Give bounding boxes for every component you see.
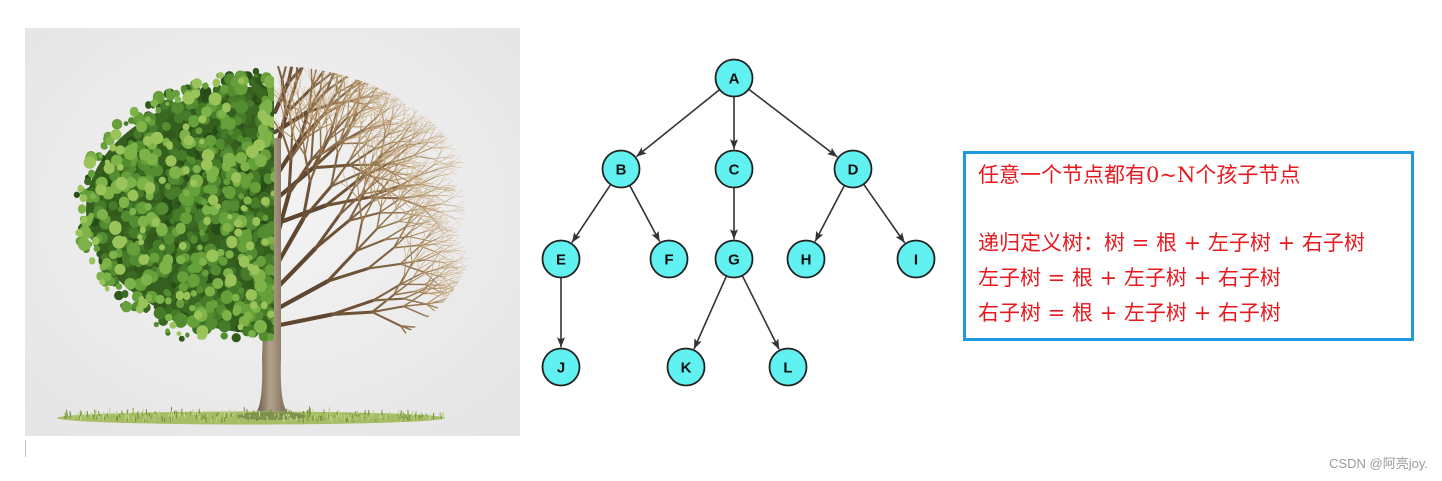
grass xyxy=(57,406,445,425)
edge-D-I xyxy=(862,183,906,244)
node-label-K: K xyxy=(681,360,692,377)
node-label-E: E xyxy=(556,252,566,269)
node-circle-K xyxy=(666,347,706,387)
leaf-cluster-5 xyxy=(75,70,274,341)
edge-D-H xyxy=(814,185,846,242)
edge-A-B xyxy=(635,88,721,158)
tree-node-B: B xyxy=(601,149,641,189)
node-label-L: L xyxy=(783,360,792,377)
tree-node-A: A xyxy=(714,58,754,98)
csdn-watermark: CSDN @阿亮joy. xyxy=(1329,456,1428,471)
tree-node-H: H xyxy=(786,239,826,279)
node-circle-C xyxy=(714,149,754,189)
tree-node-I: I xyxy=(896,239,936,279)
leaf-cluster-3 xyxy=(85,71,274,338)
node-circle-F xyxy=(649,239,689,279)
tree-node-J: J xyxy=(541,347,581,387)
tree-node-L: L xyxy=(768,347,808,387)
tree-illustration-image xyxy=(25,28,520,436)
node-label-B: B xyxy=(616,162,627,179)
tree-node-D: D xyxy=(833,149,873,189)
node-circle-E xyxy=(541,239,581,279)
node-circle-A xyxy=(714,58,754,98)
node-circle-G xyxy=(714,239,754,279)
node-circle-L xyxy=(768,347,808,387)
node-label-C: C xyxy=(729,162,740,179)
node-label-J: J xyxy=(557,360,565,377)
leaf-cluster-0 xyxy=(73,71,274,333)
definition-line-children: 任意一个节点都有0~N个孩子节点 xyxy=(978,163,1301,187)
tree-icon xyxy=(25,28,520,436)
tree-node-F: F xyxy=(649,239,689,279)
edge-G-K xyxy=(693,275,728,350)
definition-line-right-subtree: 右子树 = 根 + 左子树 + 右子树 xyxy=(978,301,1281,325)
node-label-A: A xyxy=(729,71,740,88)
node-label-I: I xyxy=(914,252,918,269)
definition-line-tree: 递归定义树：树 = 根 + 左子树 + 右子树 xyxy=(978,231,1365,255)
tree-node-G: G xyxy=(714,239,754,279)
tree-node-C: C xyxy=(714,149,754,189)
tree-nodes: A B E J F C G K L D H I xyxy=(541,58,936,387)
node-label-D: D xyxy=(848,162,859,179)
branches-level-6 xyxy=(274,66,472,370)
edge-B-E xyxy=(571,183,612,244)
leaf-cluster-2 xyxy=(79,77,274,335)
edge-B-F xyxy=(629,184,661,242)
node-label-G: G xyxy=(728,252,740,269)
bare-branches xyxy=(274,66,472,370)
text-caret xyxy=(25,440,26,457)
node-circle-J xyxy=(541,347,581,387)
blank-line xyxy=(978,193,1411,226)
branch-layer xyxy=(274,66,472,370)
green-foliage xyxy=(73,67,274,343)
node-label-H: H xyxy=(801,252,812,269)
node-circle-B xyxy=(601,149,641,189)
edge-G-L xyxy=(741,275,780,350)
tree-diagram: A B E J F C G K L D H I xyxy=(541,58,936,387)
definition-box: 任意一个节点都有0~N个孩子节点 递归定义树：树 = 根 + 左子树 + 右子树… xyxy=(963,151,1414,341)
leaf-cluster-6 xyxy=(77,74,274,338)
tree-node-E: E xyxy=(541,239,581,279)
node-label-F: F xyxy=(664,252,673,269)
tree-node-K: K xyxy=(666,347,706,387)
edge-A-D xyxy=(748,88,838,158)
definition-line-left-subtree: 左子树 = 根 + 左子树 + 右子树 xyxy=(978,266,1281,290)
node-circle-H xyxy=(786,239,826,279)
node-circle-I xyxy=(896,239,936,279)
node-circle-D xyxy=(833,149,873,189)
grass-tufts-light xyxy=(72,407,444,424)
tree-edges xyxy=(557,88,906,350)
